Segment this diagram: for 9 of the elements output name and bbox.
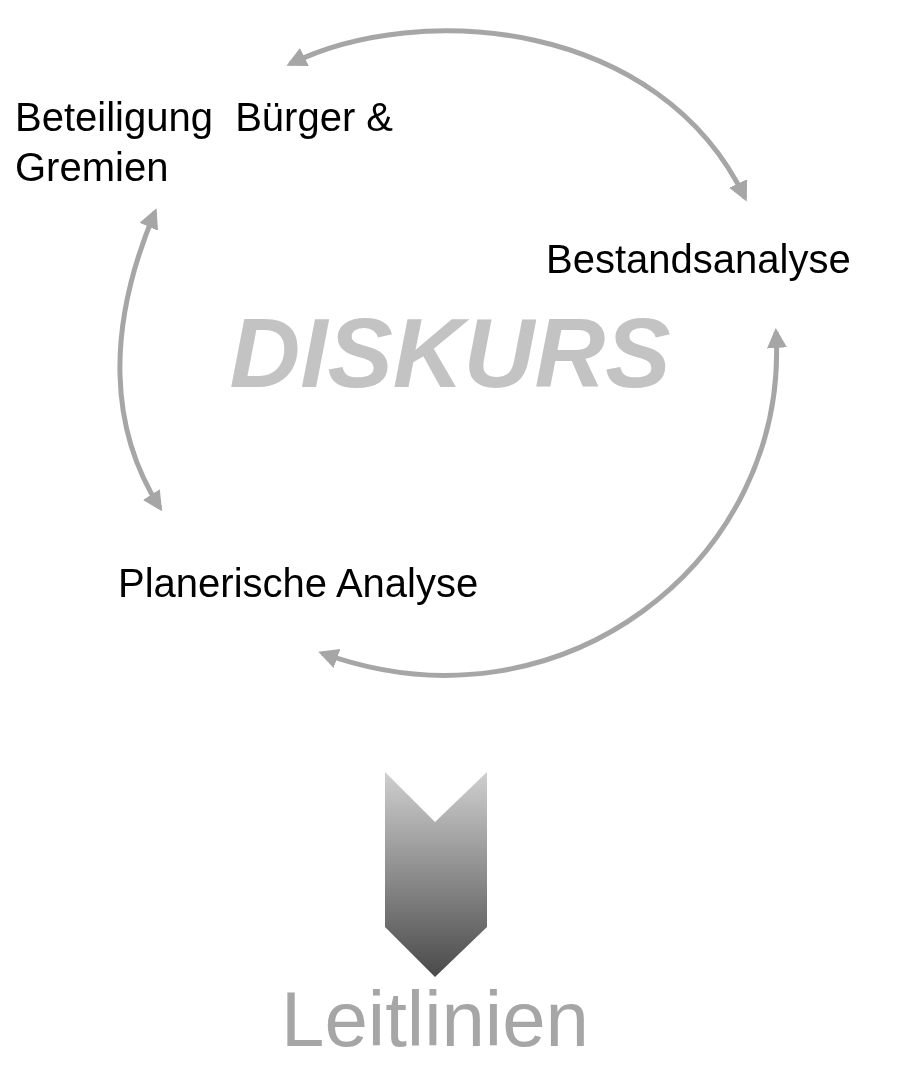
step-label: Bestandsanalyse (546, 236, 852, 283)
result-label: Leitlinien (280, 975, 590, 1065)
chevron-arrow (385, 772, 487, 977)
cycle-arrow (286, 28, 748, 202)
cycle-arrow (318, 328, 786, 678)
center-label: DISKURS (228, 300, 672, 408)
step-label: Planerische Analyse (118, 560, 480, 607)
step-label: Beteiligung Bürger & Gremien (15, 94, 394, 191)
cycle-arrow (117, 208, 163, 512)
